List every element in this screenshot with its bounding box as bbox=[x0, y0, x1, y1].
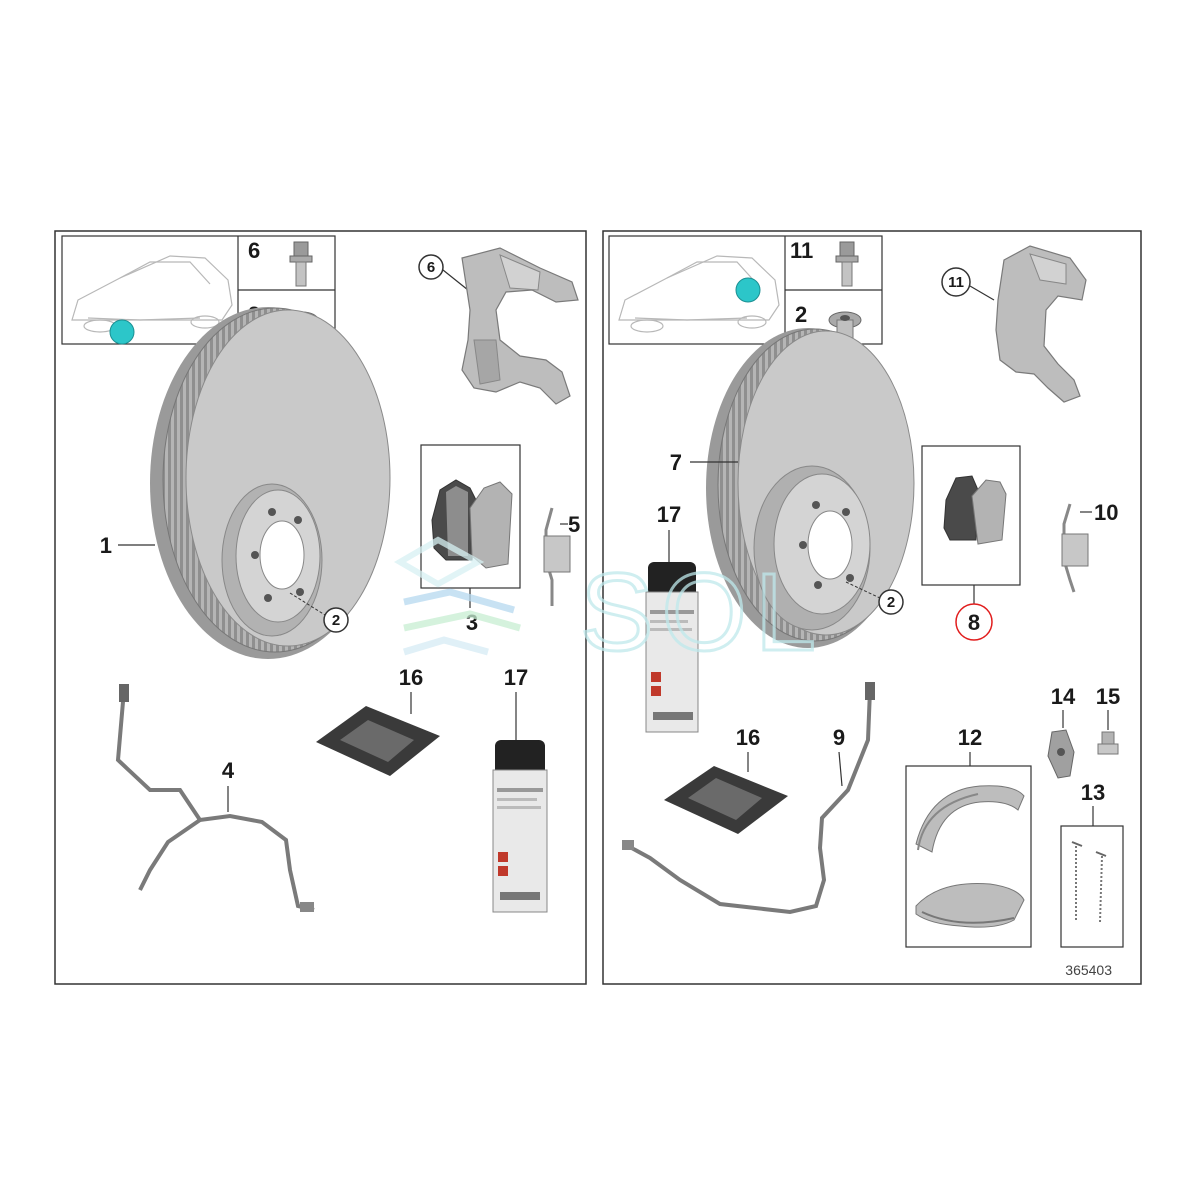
drawing-number: 365403 bbox=[1065, 962, 1112, 978]
callout-2-rear-disc: 2 bbox=[887, 594, 895, 611]
brake-disc-rear: 7 2 bbox=[670, 328, 915, 648]
callout-13: 13 bbox=[1081, 780, 1105, 805]
grease-sachet-front: 16 bbox=[316, 665, 440, 776]
callout-8: 8 bbox=[968, 610, 980, 635]
bleeder-valve: 15 bbox=[1096, 684, 1120, 755]
brake-disc-front: 1 2 bbox=[100, 307, 391, 659]
brake-pads-rear: 8 bbox=[921, 445, 1021, 641]
grease-sachet-rear: 16 bbox=[664, 725, 788, 834]
caliper-carrier-rear: 11 bbox=[941, 245, 1087, 403]
sol-watermark: SOL bbox=[394, 536, 824, 676]
callout-2-disc: 2 bbox=[332, 612, 340, 629]
wear-sensor-front: 4 bbox=[115, 684, 315, 912]
spring-set: 13 bbox=[1060, 780, 1124, 948]
anti-rattle-spring-rear: 10 bbox=[1061, 500, 1118, 593]
callout-5: 5 bbox=[568, 512, 580, 537]
spray-can-rear: 17 bbox=[645, 502, 699, 733]
rear-header-box: 11 2 bbox=[608, 235, 883, 345]
rear-axle-marker bbox=[735, 277, 761, 303]
callout-9: 9 bbox=[833, 725, 845, 750]
wear-sensor-rear: 9 bbox=[622, 682, 875, 915]
rear-brake-panel: 11 2 11 bbox=[602, 230, 1142, 985]
callout-16-front: 16 bbox=[399, 665, 423, 690]
callout-11-header: 11 bbox=[790, 238, 813, 263]
caliper-bolt-rear-icon bbox=[835, 241, 859, 287]
callout-6: 6 bbox=[427, 259, 435, 276]
callout-1: 1 bbox=[100, 533, 112, 558]
car-outline-icon bbox=[71, 255, 233, 333]
watermark-text: SOL bbox=[580, 551, 824, 674]
callout-6-header: 6 bbox=[248, 238, 260, 263]
front-axle-marker bbox=[109, 319, 135, 345]
retaining-clip: 14 bbox=[1047, 684, 1076, 779]
parking-brake-shoes: 12 bbox=[905, 725, 1032, 948]
caliper-carrier-front: 6 bbox=[418, 247, 579, 405]
caliper-bolt-icon bbox=[289, 241, 313, 287]
callout-12: 12 bbox=[958, 725, 982, 750]
callout-11: 11 bbox=[948, 274, 964, 291]
car-outline-rear-icon bbox=[618, 255, 780, 333]
front-header-box: 6 2 bbox=[61, 235, 336, 345]
anti-rattle-spring-front: 5 bbox=[543, 507, 580, 606]
callout-15: 15 bbox=[1096, 684, 1120, 709]
callout-4: 4 bbox=[222, 758, 235, 783]
sol-logo-icon bbox=[394, 536, 521, 656]
spray-can-front: 17 bbox=[492, 665, 548, 913]
callout-14: 14 bbox=[1051, 684, 1076, 709]
callout-2-rear-header: 2 bbox=[795, 302, 807, 327]
callout-17-front: 17 bbox=[504, 665, 528, 690]
callout-7: 7 bbox=[670, 450, 682, 475]
callout-10: 10 bbox=[1094, 500, 1118, 525]
callout-17-rear: 17 bbox=[657, 502, 681, 527]
callout-16-rear: 16 bbox=[736, 725, 760, 750]
